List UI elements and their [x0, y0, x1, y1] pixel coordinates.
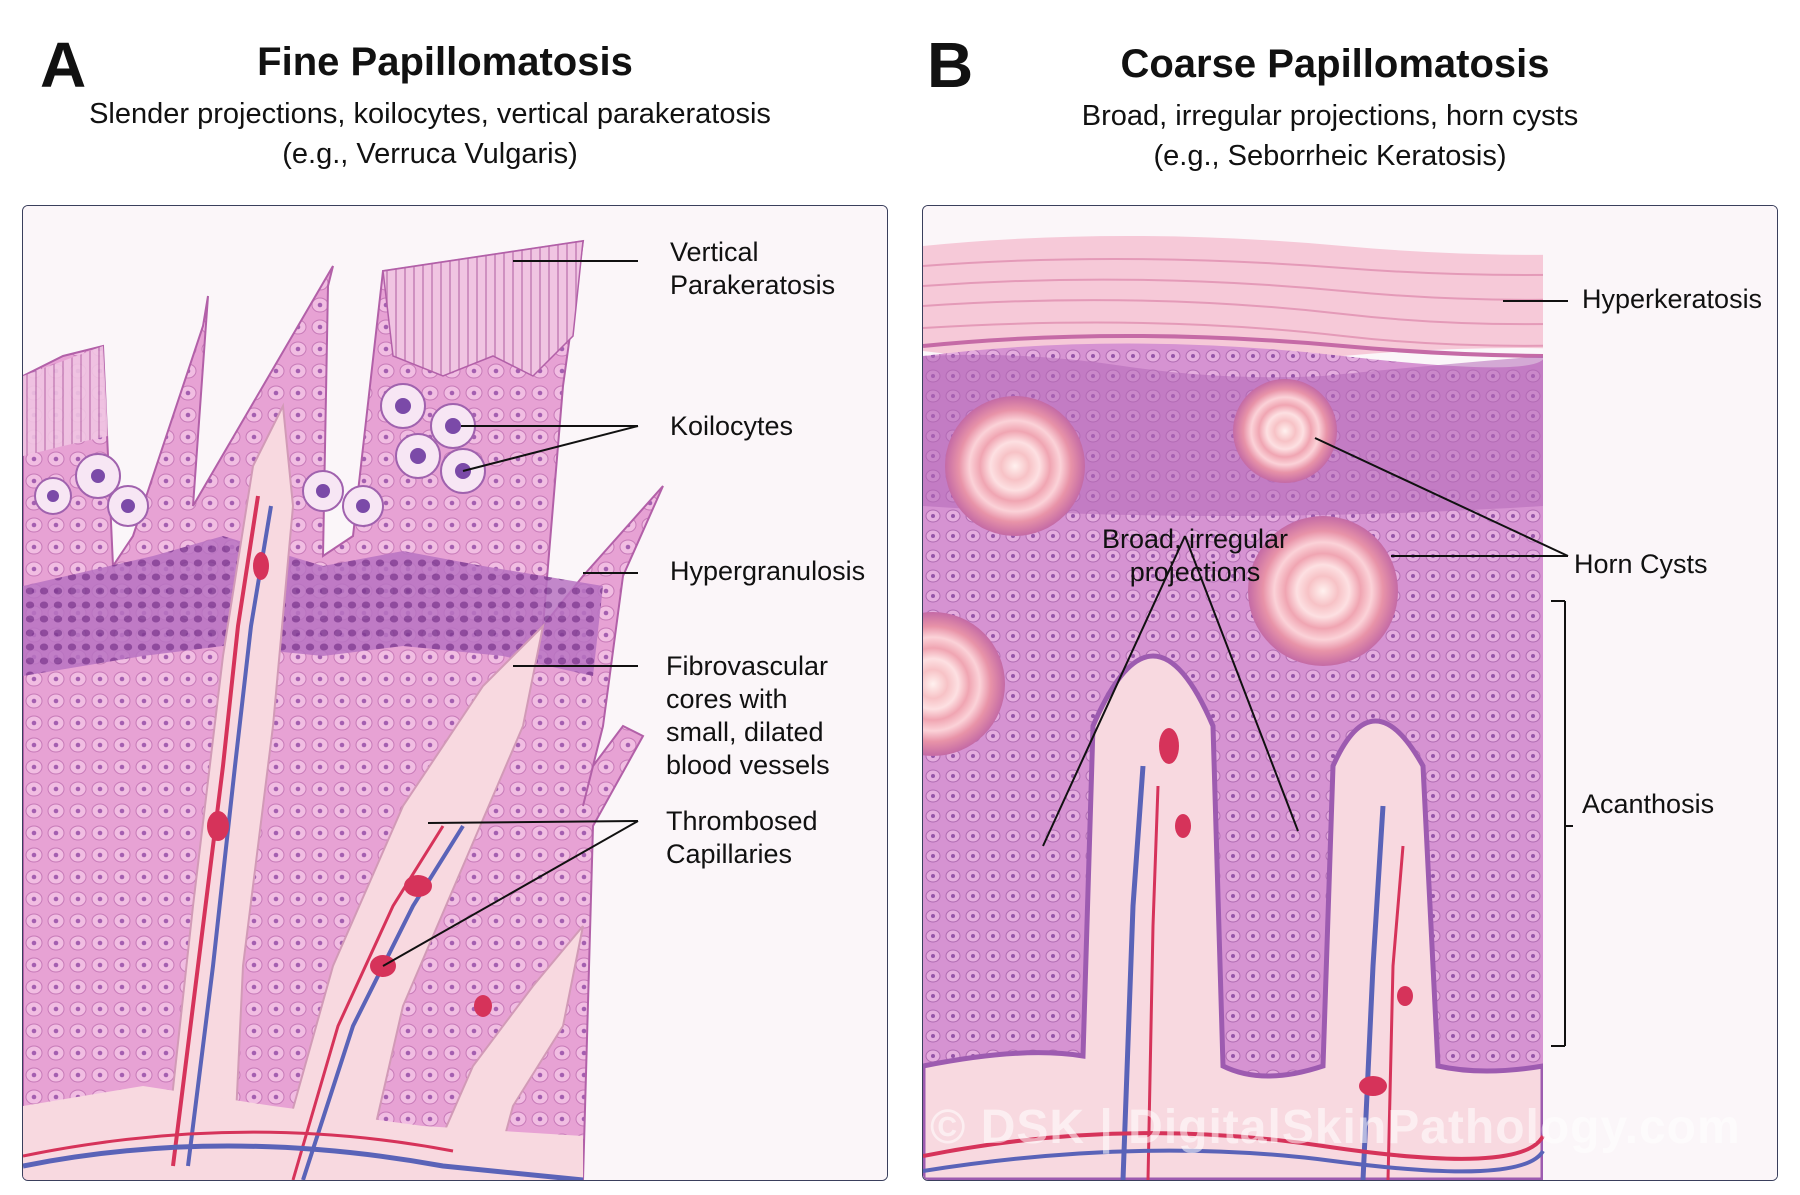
panel-b-letter: B — [927, 29, 973, 101]
capillary-blue — [186, 505, 273, 1167]
label-acanthosis: Acanthosis — [1582, 789, 1715, 819]
label-hypergranulosis: Hypergranulosis — [670, 556, 866, 586]
vessel-blue — [1120, 765, 1146, 1180]
leader-lines — [382, 260, 639, 967]
horn-cyst — [1233, 379, 1337, 483]
fibrovascular-core — [271, 622, 545, 1180]
panel-b-illustration — [922, 205, 1778, 1181]
panel-a-drawing — [23, 206, 887, 1180]
panel-b-drawing — [923, 206, 1777, 1180]
panel-a-illustration — [22, 205, 888, 1181]
vessel-red — [1146, 785, 1160, 1180]
dermal-stroma — [923, 653, 1546, 1180]
label-koilocytes: Koilocytes — [670, 411, 794, 441]
panel-a-title: Fine Papillomatosis — [257, 40, 633, 84]
panel-a-letter: A — [40, 29, 86, 101]
vessel-blue — [1360, 805, 1386, 1180]
label-fibrovascular-line4: blood vessels — [666, 750, 830, 780]
leader-lines — [1042, 300, 1573, 1047]
panel-a-subtitle-line1: Slender projections, koilocytes, vertica… — [89, 98, 771, 130]
watermark: © DSK | DigitalSkinPathology.com — [930, 1101, 1741, 1154]
panel-b-title: Coarse Papillomatosis — [1120, 42, 1550, 86]
label-vertical-parakeratosis-line1: Vertical — [670, 237, 759, 267]
vessel-red — [1386, 845, 1405, 1180]
horn-cyst — [945, 396, 1085, 536]
parakeratosis-cap — [382, 240, 584, 377]
label-fibrovascular-line1: Fibrovascular — [666, 651, 829, 681]
panel-b-subtitle-line1: Broad, irregular projections, horn cysts — [1081, 100, 1579, 132]
label-fibrovascular-line3: small, dilated — [666, 717, 824, 747]
label-hyperkeratosis: Hyperkeratosis — [1582, 284, 1763, 314]
horn-cyst — [1248, 516, 1398, 666]
panel-b-subtitle-line2: (e.g., Seborrheic Keratosis) — [1153, 140, 1507, 172]
thrombus — [404, 875, 432, 897]
thrombus — [207, 811, 229, 841]
capillary-red — [171, 495, 260, 1167]
label-thrombosed-line2: Capillaries — [666, 839, 793, 869]
granular-layer — [23, 536, 603, 676]
label-vertical-parakeratosis-line2: Parakeratosis — [670, 270, 836, 300]
label-horn-cysts: Horn Cysts — [1574, 549, 1708, 579]
capillary-red — [291, 825, 445, 1180]
label-thrombosed-line1: Thrombosed — [666, 806, 818, 836]
horn-cyst — [923, 612, 1005, 756]
label-fibrovascular-line2: cores with — [666, 684, 788, 714]
label-broad-projections-line2: projections — [1129, 557, 1261, 587]
panel-a-subtitle-line2: (e.g., Verruca Vulgaris) — [282, 138, 578, 170]
label-broad-projections-line1: Broad, irregular — [1101, 524, 1289, 554]
